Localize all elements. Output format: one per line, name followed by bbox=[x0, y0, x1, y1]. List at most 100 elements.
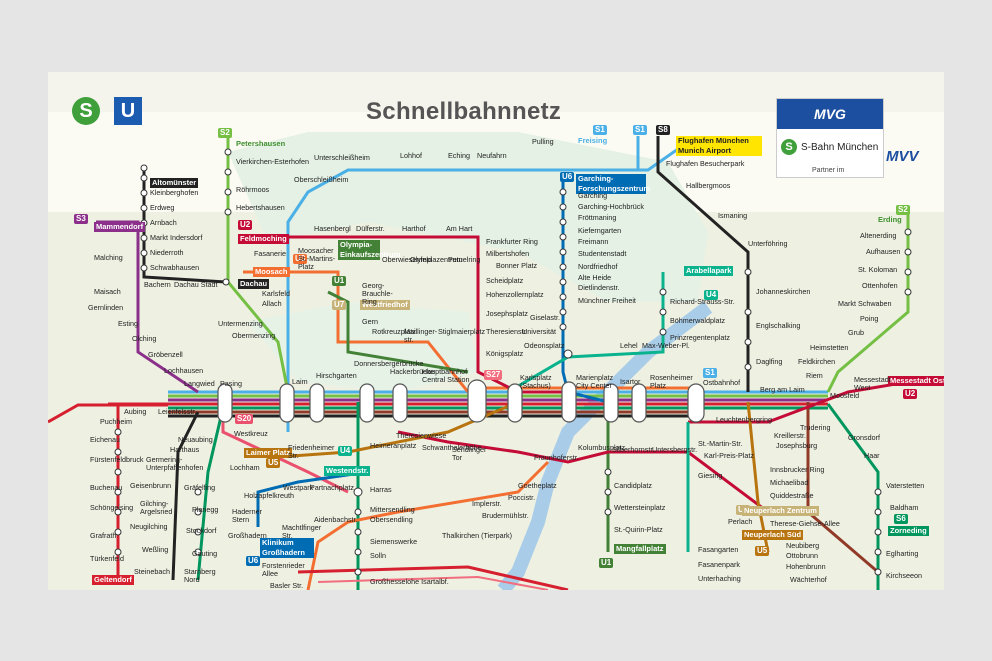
station-label[interactable]: Laim bbox=[292, 377, 308, 386]
station-label[interactable]: Harthof bbox=[402, 224, 426, 233]
station-label[interactable]: Kirchseeon bbox=[886, 571, 922, 580]
station-label[interactable]: Daglfing bbox=[756, 357, 783, 366]
station-label[interactable]: Harras bbox=[370, 485, 392, 494]
station-label[interactable]: Steinebach bbox=[134, 567, 170, 576]
station-label[interactable]: Königsplatz bbox=[486, 349, 524, 358]
station-label[interactable]: St.-Martin-Str. bbox=[698, 439, 743, 448]
station-label[interactable]: Leuchtenbergring bbox=[716, 415, 772, 424]
station-label[interactable]: Starnberg Nord bbox=[184, 567, 216, 584]
station-label[interactable]: Implerstr. bbox=[472, 499, 502, 508]
station-label[interactable]: Arnbach bbox=[150, 218, 177, 227]
station-label[interactable]: Gauting bbox=[192, 549, 218, 558]
station-label[interactable]: Olching bbox=[132, 334, 157, 343]
station-label[interactable]: Basler Str. bbox=[270, 581, 304, 590]
station-label[interactable]: Wettersteinplatz bbox=[614, 503, 666, 512]
station-label[interactable]: Ostbahnhof bbox=[703, 378, 741, 387]
station-label[interactable]: Richard-Strauss-Str. bbox=[670, 297, 735, 306]
station-label[interactable]: Karl-Preis-Platz bbox=[704, 451, 754, 460]
station-label[interactable]: Neubiberg bbox=[786, 541, 820, 550]
station-label[interactable]: Allach bbox=[262, 299, 282, 308]
station-label[interactable]: Planegg bbox=[192, 505, 219, 514]
station-label[interactable]: Moosacher St.-Martins-Platz bbox=[298, 246, 336, 271]
station-label[interactable]: Poing bbox=[860, 314, 879, 323]
station-label[interactable]: Buchenau bbox=[90, 483, 123, 492]
station-label[interactable]: Garching-Hochbrück bbox=[578, 202, 644, 211]
station-label[interactable]: Alte Heide bbox=[578, 273, 612, 282]
station-label[interactable]: Heimstetten bbox=[810, 343, 849, 352]
station-label[interactable]: Pasing bbox=[220, 379, 242, 388]
station-label[interactable]: Mittersendling bbox=[370, 505, 415, 514]
station-label[interactable]: Prinzregentenplatz bbox=[670, 333, 730, 342]
station-label[interactable]: Neugilching bbox=[130, 522, 168, 531]
station-label[interactable]: Kreillerstr. bbox=[774, 431, 806, 440]
station-label[interactable]: Obermenzing bbox=[232, 331, 276, 340]
station-label[interactable]: Fasanenpark bbox=[698, 560, 740, 569]
station-label[interactable]: Hohenzollernplatz bbox=[486, 290, 544, 299]
station-label[interactable]: Neuaubing bbox=[178, 435, 213, 444]
station-label[interactable]: Unterschleißheim bbox=[314, 153, 370, 162]
station-label[interactable]: Böhmerwaldplatz bbox=[670, 316, 726, 325]
station-label[interactable]: Giesing bbox=[698, 471, 723, 480]
station-label[interactable]: Hauptbahnhof Central Station bbox=[422, 367, 470, 384]
station-label[interactable]: Olympiazentrum bbox=[410, 255, 463, 264]
station-label[interactable]: Poccistr. bbox=[508, 493, 536, 502]
station-label[interactable]: Therese-Giehse-Allee bbox=[770, 519, 840, 528]
station-label[interactable]: Niederroth bbox=[150, 248, 184, 257]
station-label[interactable]: Hohenbrunn bbox=[786, 562, 826, 571]
station-label[interactable]: Münchner Freiheit bbox=[578, 296, 636, 305]
station-label[interactable]: Lochham bbox=[230, 463, 260, 472]
station-label[interactable]: Bachern bbox=[144, 280, 171, 289]
station-label[interactable]: Kolumbusplatz bbox=[578, 443, 626, 452]
station-label[interactable]: Lehel bbox=[620, 341, 638, 350]
station-label[interactable]: Türkenfeld bbox=[90, 554, 124, 563]
station-label[interactable]: Karlsfeld bbox=[262, 289, 290, 298]
station-label[interactable]: Unterhaching bbox=[698, 574, 741, 583]
station-label[interactable]: Fasanerie bbox=[254, 249, 286, 258]
station-label[interactable]: Johanneskirchen bbox=[756, 287, 811, 296]
station-label[interactable]: Milbertshofen bbox=[486, 249, 530, 258]
station-label[interactable]: Hackerbrücke bbox=[390, 367, 435, 376]
station-label[interactable]: Freimann bbox=[578, 237, 609, 246]
station-label[interactable]: Malching bbox=[94, 253, 123, 262]
station-label[interactable]: Aidenbachstr. bbox=[314, 515, 358, 524]
station-label[interactable]: Geisenbrunn bbox=[130, 481, 172, 490]
station-label[interactable]: Erdweg bbox=[150, 203, 175, 212]
station-label[interactable]: Dietlindenstr. bbox=[578, 283, 620, 292]
station-label[interactable]: Moosfeld bbox=[830, 391, 860, 400]
station-label[interactable]: Oberwiesenfeld bbox=[382, 255, 432, 264]
station-label[interactable]: Brudermühlstr. bbox=[482, 511, 529, 520]
station-label[interactable]: Westpark bbox=[283, 483, 314, 492]
station-label[interactable]: Fröttmaning bbox=[578, 213, 617, 222]
station-label[interactable]: Oberschleißheim bbox=[294, 175, 349, 184]
station-label[interactable]: Am Hart bbox=[446, 224, 473, 233]
station-label[interactable]: Innsbrucker Ring bbox=[770, 465, 825, 474]
station-label[interactable]: Kleinberghofen bbox=[150, 188, 199, 197]
station-label[interactable]: Ismaning bbox=[718, 211, 748, 220]
station-label[interactable]: Petuelring bbox=[448, 255, 481, 264]
station-label[interactable]: Gröbenzell bbox=[148, 350, 183, 359]
station-label[interactable]: Riem bbox=[806, 371, 823, 380]
station-label[interactable]: Hallbergmoos bbox=[686, 181, 731, 190]
station-label[interactable]: Flughafen Besucherpark bbox=[666, 159, 745, 168]
station-label[interactable]: Hasenbergl bbox=[314, 224, 351, 233]
station-label[interactable]: Aubing bbox=[124, 407, 147, 416]
station-label[interactable]: Neufahrn bbox=[477, 151, 507, 160]
station-label[interactable]: Messestadt West bbox=[854, 375, 891, 392]
station-label[interactable]: Großhadern bbox=[228, 531, 267, 540]
transit-map[interactable]: Schnellbahnnetz S U MVG S S-Bahn München… bbox=[48, 72, 944, 590]
station-label[interactable]: Puchheim bbox=[100, 417, 132, 426]
station-label[interactable]: Germering-Unterpfaffenhofen bbox=[146, 455, 204, 472]
station-label[interactable]: Schwanthalerhöhe bbox=[422, 443, 482, 452]
station-label[interactable]: Markt Indersdorf bbox=[150, 233, 203, 242]
station-label[interactable]: Giselastr. bbox=[530, 313, 560, 322]
station-label[interactable]: Berg am Laim bbox=[760, 385, 805, 394]
station-label[interactable]: Gilching-Argelsried bbox=[140, 499, 173, 516]
station-label[interactable]: Rotkreuzplatz bbox=[372, 327, 416, 336]
station-label[interactable]: Eglharting bbox=[886, 549, 919, 558]
station-label[interactable]: Englschalking bbox=[756, 321, 801, 330]
station-label[interactable]: Dülferstr. bbox=[356, 224, 385, 233]
station-label[interactable]: Stockdorf bbox=[186, 526, 217, 535]
station-label[interactable]: Rosenheimer Platz bbox=[650, 373, 693, 390]
station-label[interactable]: Wächterhof bbox=[790, 575, 827, 584]
station-label[interactable]: Marienplatz City Center bbox=[576, 373, 614, 390]
